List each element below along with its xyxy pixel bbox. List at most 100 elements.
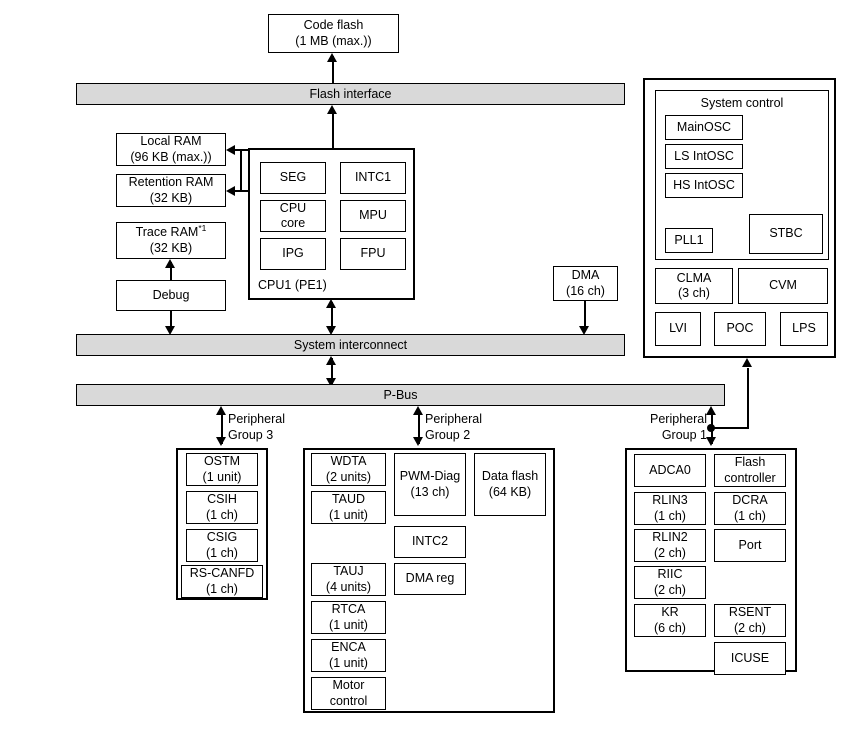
hs-intosc-label: HS IntOSC	[673, 177, 735, 192]
connector-pbus-to-group3	[221, 412, 223, 444]
mainosc-block: MainOSC	[665, 115, 743, 140]
csig-line1: CSIG	[206, 530, 238, 545]
lvi-block: LVI	[655, 312, 701, 346]
code-flash-line1: Code flash	[303, 18, 364, 33]
taud-line2: (1 unit)	[329, 507, 368, 522]
rsent-line2: (2 ch)	[734, 620, 766, 635]
debug-label: Debug	[152, 287, 190, 302]
arrow-up-traceram	[165, 259, 175, 268]
rsent-block: RSENT (2 ch)	[714, 604, 786, 637]
connector-pbus-branch-riser	[747, 368, 749, 428]
clma-line1: CLMA	[676, 270, 712, 285]
rs-canfd-line1: RS-CANFD	[189, 566, 255, 581]
cpu-unit-fpu: FPU	[340, 238, 406, 270]
rtca-line2: (1 unit)	[329, 617, 368, 632]
enca-line1: ENCA	[331, 640, 366, 655]
connector-interconnect-to-pbus	[331, 358, 333, 386]
system-control-inner-frame	[655, 90, 829, 260]
p-bus-label: P-Bus	[383, 388, 418, 402]
intc2-block: INTC2	[394, 526, 466, 558]
dcra-block: DCRA (1 ch)	[714, 492, 786, 525]
system-interconnect-label: System interconnect	[293, 338, 408, 352]
stbc-block: STBC	[749, 214, 823, 254]
data-flash-line1: Data flash	[481, 469, 539, 484]
csig-block: CSIG (1 ch)	[186, 529, 258, 562]
peripheral-group-3-label: Peripheral Group 3	[228, 412, 285, 442]
rtca-line1: RTCA	[331, 602, 366, 617]
ostm-block: OSTM (1 unit)	[186, 453, 258, 486]
rlin3-block: RLIN3 (1 ch)	[634, 492, 706, 525]
lps-block: LPS	[780, 312, 828, 346]
system-interconnect-bar: System interconnect	[76, 334, 625, 356]
cpu-unit-ipg-label: IPG	[282, 246, 304, 261]
peripheral-group-3-frame	[176, 448, 268, 600]
adca0-label: ADCA0	[649, 462, 691, 477]
arrow-up-group1-pbus	[706, 406, 716, 415]
trace-ram-line2: (32 KB)	[149, 240, 193, 255]
dma-reg-label: DMA reg	[405, 571, 455, 586]
motor-control-line2: control	[329, 693, 368, 708]
cpu-unit-mpu-label: MPU	[359, 208, 387, 223]
rs-canfd-line2: (1 ch)	[206, 581, 238, 596]
pll1-label: PLL1	[674, 232, 704, 247]
connector-cpu1-ram-riser	[240, 150, 242, 191]
cpu-unit-mpu: MPU	[340, 200, 406, 232]
cpu-unit-cpu-core: CPU core	[260, 200, 326, 232]
arrow-up-cpu1	[326, 299, 336, 308]
enca-line2: (1 unit)	[329, 655, 368, 670]
debug-block: Debug	[116, 280, 226, 311]
cpu-unit-cpu-core-line1: CPU	[279, 200, 307, 215]
pwm-diag-line2: (13 ch)	[410, 484, 450, 499]
rlin2-line1: RLIN2	[652, 530, 688, 545]
system-control-outer-frame	[643, 78, 836, 358]
ls-intosc-label: LS IntOSC	[674, 148, 734, 163]
mainosc-label: MainOSC	[676, 119, 732, 134]
clma-line2: (3 ch)	[678, 286, 710, 300]
rs-canfd-block: RS-CANFD (1 ch)	[181, 565, 263, 598]
peripheral-group-1-label: Peripheral Group 1	[650, 412, 707, 442]
wdta-line1: WDTA	[330, 454, 367, 469]
retention-ram-line1: Retention RAM	[128, 175, 214, 190]
dcra-line2: (1 ch)	[734, 508, 766, 523]
cpu-unit-intc1-label: INTC1	[354, 170, 392, 185]
connector-cpu1-to-flashif	[332, 110, 334, 150]
peripheral-group-2-frame	[303, 448, 555, 713]
code-flash-block: Code flash (1 MB (max.))	[268, 14, 399, 53]
cpu-unit-ipg: IPG	[260, 238, 326, 270]
arrow-up-interconnect-pbus	[326, 356, 336, 365]
dma-line2: (16 ch)	[566, 283, 605, 298]
ls-intosc-block: LS IntOSC	[665, 144, 743, 169]
csih-line2: (1 ch)	[206, 507, 238, 522]
kr-block: KR (6 ch)	[634, 604, 706, 637]
connector-pbus-branch-horizontal	[711, 427, 749, 429]
arrow-down-group3	[216, 437, 226, 446]
port-label: Port	[738, 537, 762, 552]
poc-label: POC	[726, 321, 754, 336]
arrow-down-interconnect-debug	[165, 326, 175, 335]
poc-block: POC	[714, 312, 766, 346]
csih-block: CSIH (1 ch)	[186, 491, 258, 524]
cvm-label: CVM	[769, 278, 797, 293]
motor-control-block: Motor control	[311, 677, 386, 710]
local-ram-line2: (96 KB (max.))	[130, 149, 212, 164]
tauj-line2: (4 units)	[325, 579, 372, 594]
rtca-block: RTCA (1 unit)	[311, 601, 386, 634]
local-ram-line1: Local RAM	[140, 134, 202, 149]
lvi-label: LVI	[669, 321, 687, 336]
rlin2-line2: (2 ch)	[654, 545, 686, 560]
pll1-block: PLL1	[665, 228, 713, 253]
trace-ram-name: Trace RAM	[135, 225, 199, 240]
system-control-title: System control	[700, 96, 784, 110]
dma-line1: DMA	[571, 268, 600, 283]
motor-control-line1: Motor	[332, 678, 365, 693]
data-flash-block: Data flash (64 KB)	[474, 453, 546, 516]
flash-interface-bar: Flash interface	[76, 83, 625, 105]
connector-cpu1-to-interconnect	[331, 302, 333, 332]
riic-line2: (2 ch)	[654, 582, 686, 597]
cpu-unit-intc1: INTC1	[340, 162, 406, 194]
dma-block: DMA (16 ch)	[553, 266, 618, 301]
p-bus-bar: P-Bus	[76, 384, 725, 406]
port-block: Port	[714, 529, 786, 562]
cpu-unit-seg-label: SEG	[279, 170, 307, 185]
